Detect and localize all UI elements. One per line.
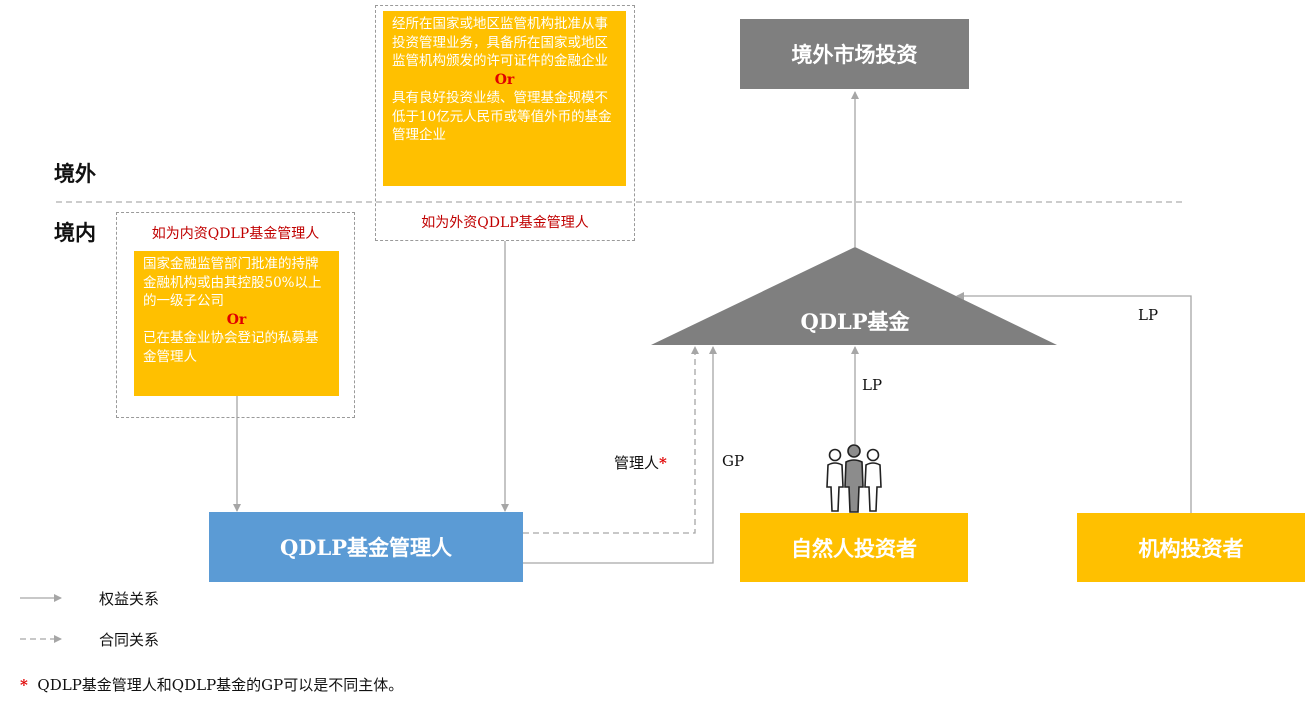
individual-investors-box: 自然人投资者 — [740, 513, 968, 582]
institutional-investors-box: 机构投资者 — [1077, 513, 1305, 582]
domestic-manager-caption: 如为内资QDLP基金管理人 — [151, 226, 320, 242]
edge-label-gp: GP — [722, 452, 745, 470]
edge-label-lp-individual: LP — [862, 376, 883, 394]
domestic-criteria-1: 国家金融监管部门批准的持牌金融机构或由其控股50%以上的一级子公司 — [143, 256, 322, 309]
domestic-manager-requirement-box: 如为内资QDLP基金管理人 国家金融监管部门批准的持牌金融机构或由其控股50%以… — [116, 212, 355, 418]
footnote-text: QDLP基金管理人和QDLP基金的GP可以是不同主体。 — [37, 676, 404, 694]
arrow-institution-lp-to-fund — [956, 292, 1192, 513]
region-label-overseas: 境外 — [54, 161, 96, 186]
foreign-manager-criteria-card: 经所在国家或地区监管机构批准从事投资管理业务，具备所在国家或地区监管机构颁发的许… — [383, 11, 626, 186]
overseas-market-investment-box: 境外市场投资 — [740, 19, 969, 89]
edge-label-manager-star: * — [659, 454, 667, 472]
edge-label-manager: 管理人* — [614, 452, 667, 473]
legend-contract-label: 合同关系 — [99, 631, 160, 649]
qdlp-fund-manager-box: QDLP基金管理人 — [209, 512, 523, 582]
people-group-icon — [826, 444, 882, 513]
foreign-criteria-or: Or — [494, 71, 515, 88]
arrow-manager-contract-to-fund — [523, 346, 699, 534]
foreign-manager-requirement-box: 经所在国家或地区监管机构批准从事投资管理业务，具备所在国家或地区监管机构颁发的许… — [375, 5, 635, 241]
foreign-manager-caption: 如为外资QDLP基金管理人 — [421, 215, 589, 231]
arrow-manager-gp-to-fund — [523, 346, 717, 564]
domestic-manager-criteria-card: 国家金融监管部门批准的持牌金融机构或由其控股50%以上的一级子公司 Or 已在基… — [134, 251, 339, 396]
edge-label-manager-text: 管理人 — [614, 454, 660, 472]
footnote: * QDLP基金管理人和QDLP基金的GP可以是不同主体。 — [20, 674, 403, 695]
edge-label-lp-institution: LP — [1138, 306, 1159, 324]
domestic-criteria-2: 已在基金业协会登记的私募基金管理人 — [143, 330, 319, 365]
qdlp-fund-label: QDLP基金 — [800, 309, 910, 334]
footnote-star: * — [20, 676, 28, 694]
domestic-criteria-or: Or — [226, 311, 247, 328]
qdlp-fund-triangle — [651, 247, 1057, 345]
foreign-criteria-2: 具有良好投资业绩、管理基金规模不低于10亿元人民币或等值外币的基金管理企业 — [392, 90, 612, 143]
legend-equity-label: 权益关系 — [99, 590, 160, 608]
region-label-domestic: 境内 — [54, 220, 96, 245]
foreign-criteria-1: 经所在国家或地区监管机构批准从事投资管理业务，具备所在国家或地区监管机构颁发的许… — [392, 16, 608, 69]
